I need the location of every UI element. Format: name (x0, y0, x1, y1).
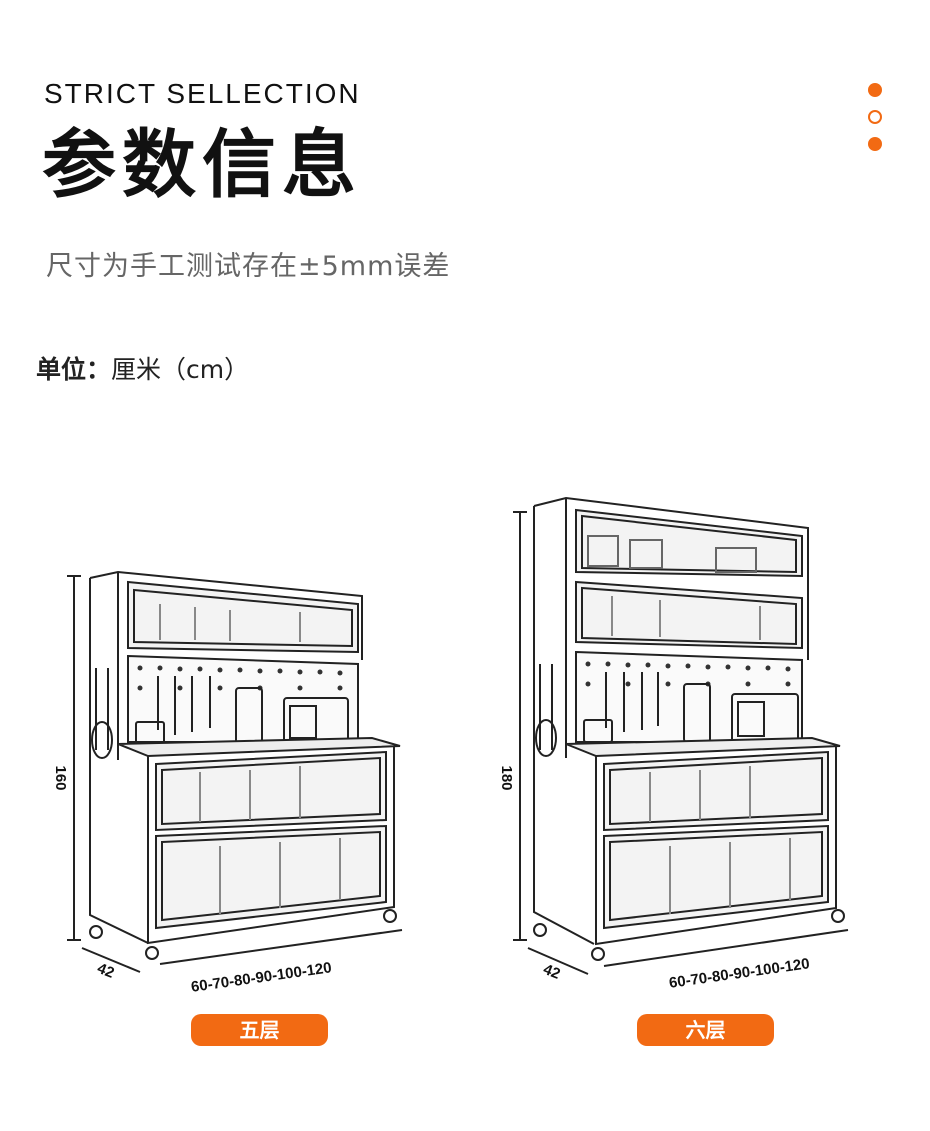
height-dimension-label: 180 (498, 765, 515, 790)
decor-dot-icon (868, 137, 882, 151)
six-tier-badge: 六层 (637, 1014, 774, 1046)
width-dimension-label: 60-70-80-90-100-120 (668, 955, 811, 992)
unit-label: 单位： (36, 355, 112, 384)
height-dimension-label: 160 (52, 765, 69, 790)
depth-dimension-label: 42 (95, 960, 117, 982)
subtitle-en: STRICT SELLECTION (44, 78, 361, 109)
unit-value: 厘米（cm） (111, 355, 250, 384)
five-tier-badge: 五层 (191, 1014, 328, 1046)
depth-dimension-label: 42 (541, 961, 563, 983)
decor-ring-icon (868, 110, 882, 124)
tolerance-note: 尺寸为手工测试存在±5mm误差 (46, 251, 451, 282)
decor-dot-icon (868, 83, 882, 97)
page-title: 参数信息 (42, 122, 362, 208)
unit-line: 单位：厘米（cm） (36, 350, 249, 386)
